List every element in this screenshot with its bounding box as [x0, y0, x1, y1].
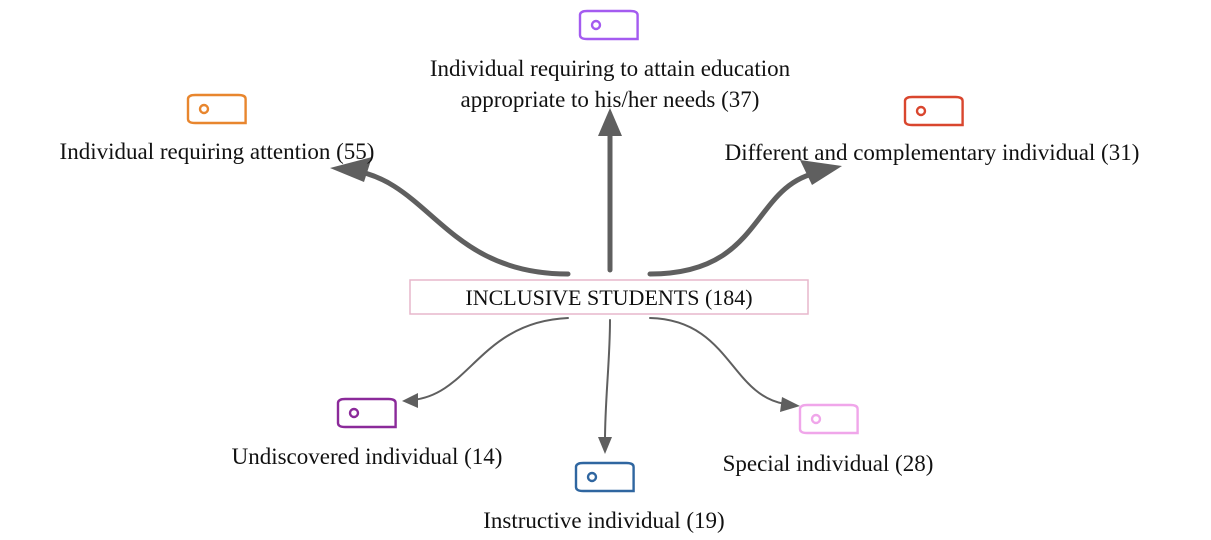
node-bottom-label: Instructive individual (19): [483, 508, 724, 533]
edge-bottom: [604, 319, 611, 441]
node-bottom: Instructive individual (19): [483, 463, 725, 533]
tag-icon: [580, 11, 638, 39]
node-bottom-right-label: Special individual (28): [723, 451, 934, 476]
edge-bottom-right: [649, 317, 786, 405]
node-top-label-line1: Individual requiring to attain education: [430, 56, 791, 81]
edge-top-left-arrowhead: [330, 157, 372, 182]
tag-icon: [800, 405, 858, 433]
node-bottom-left-label: Undiscovered individual (14): [232, 444, 503, 469]
tag-icon: [338, 399, 396, 427]
tag-icon: [576, 463, 634, 491]
tag-icon: [905, 97, 963, 125]
edge-top-arrowhead: [598, 108, 622, 136]
center-node-box: [409, 279, 809, 315]
node-bottom-right: Special individual (28): [723, 405, 934, 476]
tag-icon: [188, 95, 246, 123]
edge-top-right-arrowhead: [800, 160, 842, 185]
edge-top-right: [647, 169, 823, 277]
node-top: Individual requiring to attain education…: [430, 11, 791, 112]
edge-top-left: [347, 167, 571, 277]
edge-bottom-right-arrowhead: [780, 397, 800, 412]
center-node-label: INCLUSIVE STUDENTS (184): [465, 285, 752, 310]
node-top-left: Individual requiring attention (55): [60, 95, 375, 164]
edge-bottom-arrowhead: [598, 437, 612, 454]
center-node: INCLUSIVE STUDENTS (184): [409, 279, 809, 315]
node-top-right-label: Different and complementary individual (…: [725, 140, 1140, 165]
edge-bottom-left: [411, 317, 569, 401]
edges: [330, 108, 842, 454]
node-top-left-label: Individual requiring attention (55): [60, 139, 375, 164]
node-bottom-left: Undiscovered individual (14): [232, 399, 503, 469]
edge-bottom-left-arrowhead: [402, 393, 418, 408]
node-top-label-line2: appropriate to his/her needs (37): [461, 87, 760, 112]
node-top-right: Different and complementary individual (…: [725, 97, 1140, 165]
